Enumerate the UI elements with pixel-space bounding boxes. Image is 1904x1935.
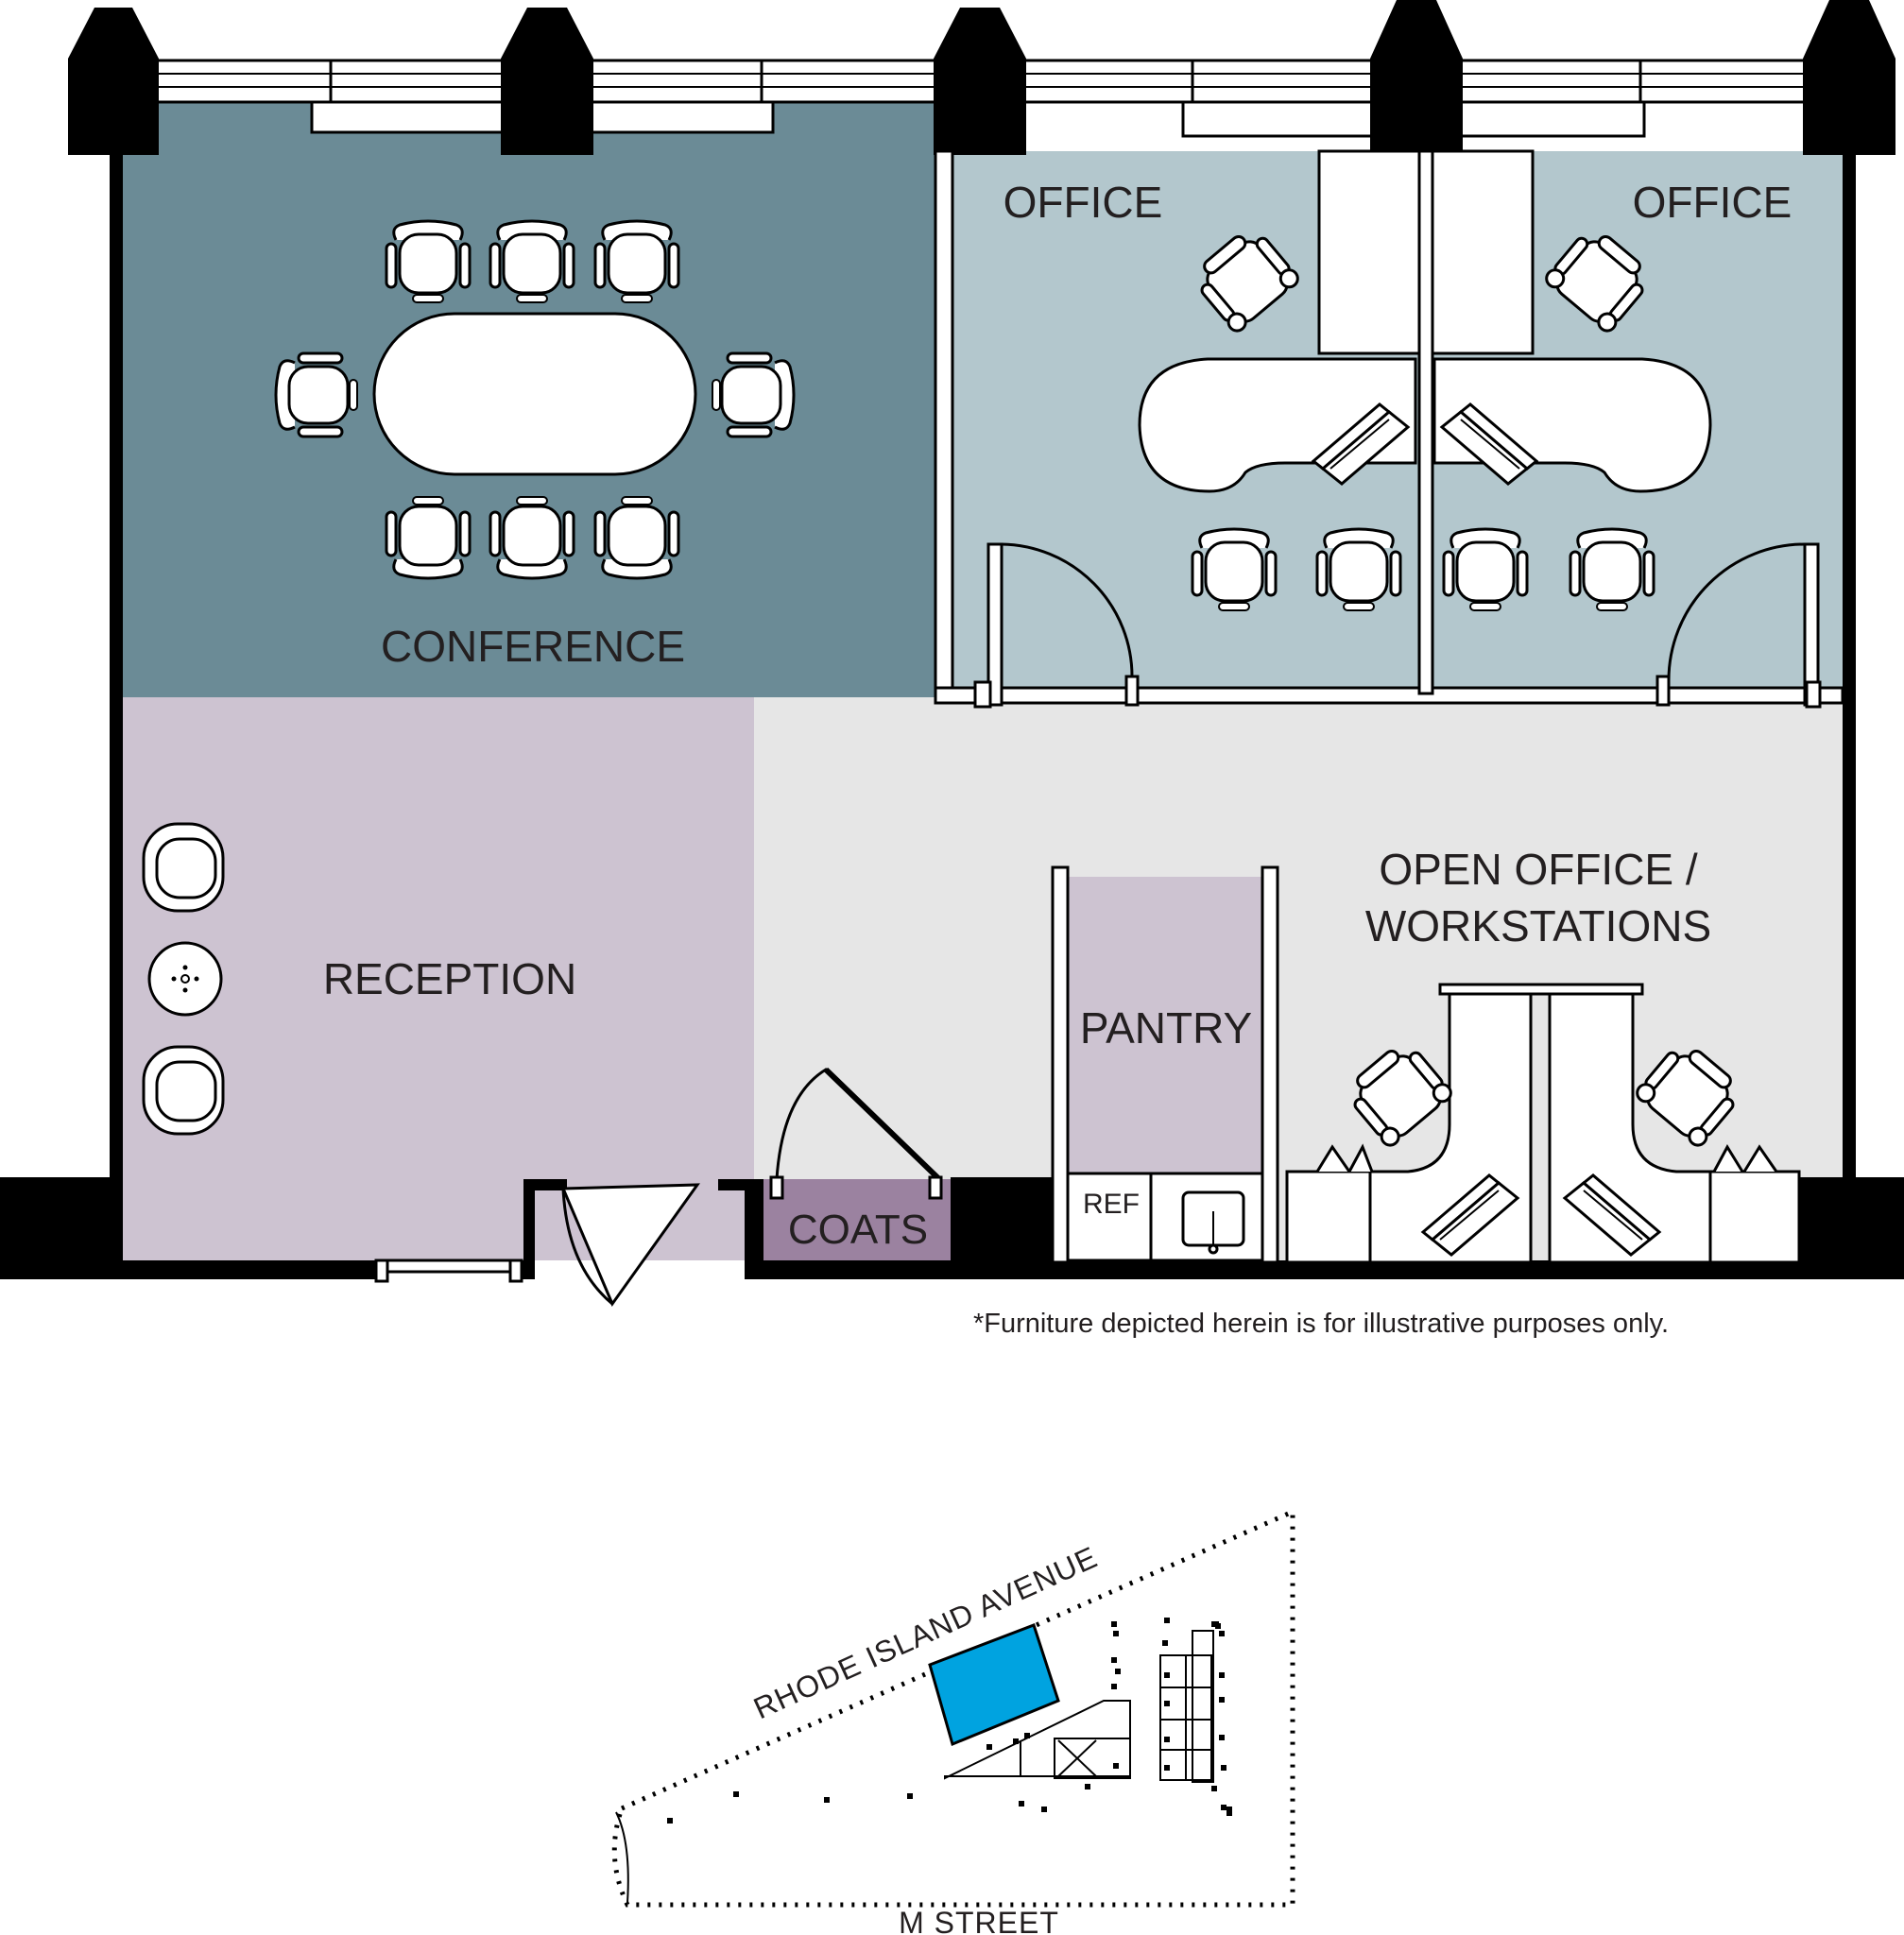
suite-highlight <box>928 1623 1060 1747</box>
pantry-fixtures <box>1066 1172 1264 1262</box>
reception-label: RECEPTION <box>323 954 576 1003</box>
coats-label: COATS <box>788 1207 928 1253</box>
conference-label: CONFERENCE <box>381 622 685 671</box>
ref-label: REF <box>1083 1189 1140 1220</box>
exterior-walls <box>0 0 1904 1279</box>
open-office-label-line2: WORKSTATIONS <box>1365 901 1711 950</box>
reception-area <box>123 697 754 1260</box>
coats-closet <box>763 1179 951 1260</box>
office-right-label: OFFICE <box>1633 178 1793 227</box>
doors <box>374 542 1822 1308</box>
open-office-label-line1: OPEN OFFICE / <box>1379 845 1698 894</box>
street-m-street: M STREET <box>899 1906 1059 1935</box>
furniture-disclaimer: *Furniture depicted herein is for illust… <box>973 1309 1669 1339</box>
conference-table <box>372 312 697 476</box>
open-office-area <box>754 697 1843 1260</box>
key-plan: RHODE ISLAND AVENUE M STREET <box>611 1508 1295 1935</box>
reception-seating <box>142 822 225 1136</box>
pantry-label: PANTRY <box>1080 1003 1252 1053</box>
office-left-label: OFFICE <box>1003 178 1163 227</box>
interior-walls <box>382 149 1844 1274</box>
